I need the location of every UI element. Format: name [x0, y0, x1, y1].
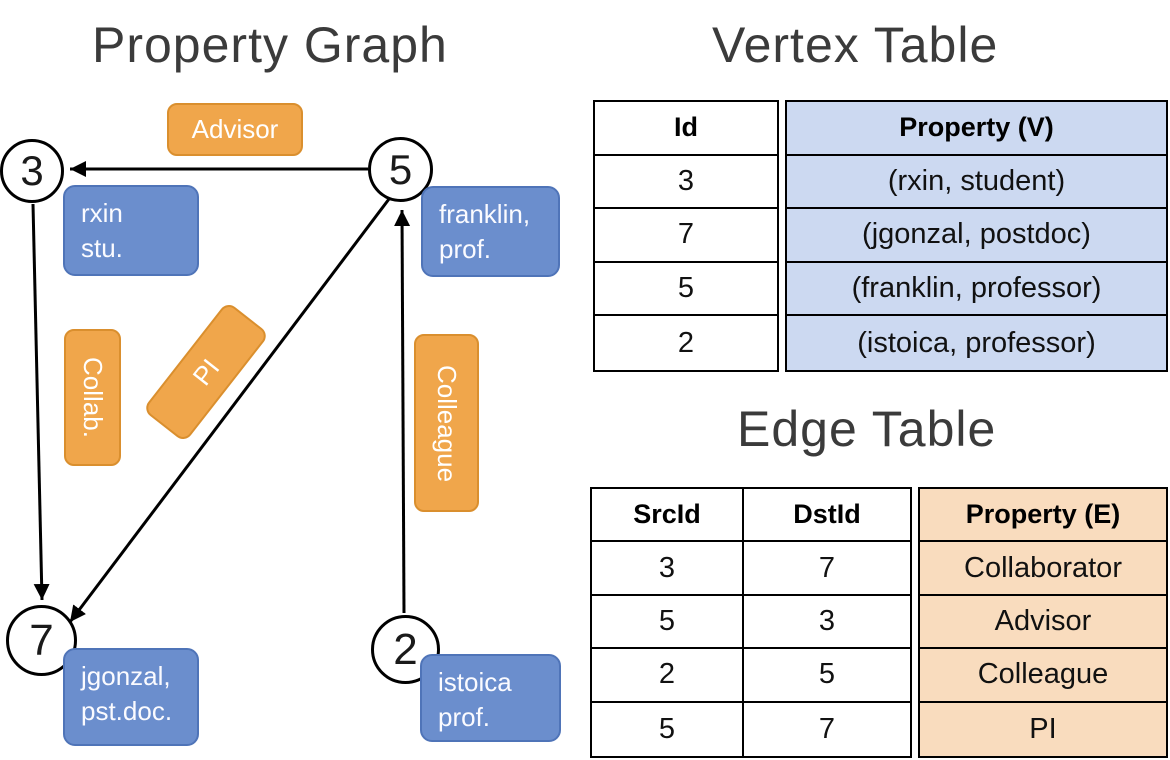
vertex-node-7-label: 7 [29, 615, 54, 665]
vertex-table-header-property: Property (V) [787, 102, 1166, 156]
edge-label-box-pi: PI [142, 301, 270, 443]
vertex-property-line: pst.doc. [81, 696, 173, 727]
edge-table-cell-dst: 3 [744, 596, 910, 650]
edge-table-header-dstid: DstId [744, 489, 910, 543]
vertex-table-header-id: Id [595, 102, 777, 156]
vertex-property-line: prof. [438, 702, 491, 733]
edge-label-text: PI [186, 352, 225, 391]
edge-table-cell-dst: 7 [818, 712, 836, 745]
edge-arrow-collab-3-to-7 [31, 203, 50, 601]
edge-label-text: Advisor [191, 114, 279, 144]
edge-table-cell-property: Colleague [920, 649, 1166, 703]
vertex-table-title: Vertex Table [712, 17, 999, 73]
vertex-table-property-column: Property (V) (rxin, student) (jgonzal, p… [785, 100, 1168, 372]
edge-label-box-advisor: Advisor [167, 103, 303, 156]
vertex-property-line: istoica [438, 667, 512, 697]
edge-label-box-colleague: Colleague [414, 334, 479, 512]
vertex-node-5-label: 5 [388, 145, 413, 193]
vertex-node-5: 5 [368, 137, 433, 202]
vertex-table-cell-property: (rxin, student) [787, 155, 1166, 210]
vertex-table-id-column: Id 3 7 5 2 [593, 100, 779, 372]
edge-label-box-collab: Collab. [64, 329, 121, 466]
vertex-property-line: stu. [81, 233, 123, 264]
edge-table-header-srcid: SrcId [592, 489, 744, 543]
vertex-table-cell-property: (franklin, professor) [787, 262, 1166, 317]
vertex-table-cell-property: (istoica, professor) [787, 316, 1166, 370]
edge-table-header-property: Property (E) [920, 489, 1166, 543]
edge-table-cell-src: 2 [592, 649, 744, 703]
vertex-node-2-label: 2 [393, 624, 418, 674]
vertex-table-cell-id: 3 [595, 156, 777, 210]
vertex-property-box-jgonzal: jgonzal, pst.doc. [63, 648, 199, 746]
vertex-table: Id 3 7 5 2 Property (V) (rxin, student) … [593, 100, 1168, 372]
edge-table-cell-property: Collaborator [920, 542, 1166, 596]
graph-title: Property Graph [92, 17, 448, 73]
vertex-property-line: rxin [81, 198, 123, 228]
edge-arrow-colleague-2-to-5 [394, 209, 411, 614]
vertex-table-cell-id: 5 [595, 263, 777, 317]
vertex-property-line: prof. [439, 234, 492, 265]
edge-table-title: Edge Table [737, 401, 997, 457]
edge-table: SrcId DstId 3 7 5 3 2 5 5 7 Property (E)… [590, 487, 1168, 758]
vertex-table-cell-id: 2 [677, 326, 695, 359]
vertex-table-cell-id: 7 [595, 209, 777, 263]
vertex-node-3: 3 [0, 139, 64, 203]
edge-table-cell-property: PI [920, 702, 1166, 756]
edge-table-cell-src: 5 [592, 595, 744, 650]
edge-table-cell-dst: 5 [744, 649, 910, 703]
edge-table-cell-dst: 7 [744, 542, 910, 596]
edge-table-src-dst-columns: SrcId DstId 3 7 5 3 2 5 5 7 [590, 487, 912, 758]
vertex-table-cell-property: (jgonzal, postdoc) [787, 209, 1166, 263]
vertex-property-line: franklin, [439, 199, 531, 229]
vertex-node-3-label: 3 [20, 147, 44, 194]
edge-table-cell-src: 5 [592, 702, 744, 756]
vertex-property-line: jgonzal, [81, 661, 171, 691]
edge-label-text: Collab. [78, 357, 108, 438]
edge-table-property-column: Property (E) Collaborator Advisor Collea… [918, 487, 1168, 758]
edge-table-cell-property: Advisor [920, 595, 1166, 650]
vertex-property-box-rxin: rxin stu. [63, 185, 199, 276]
vertex-property-box-istoica: istoica prof. [420, 654, 561, 742]
vertex-property-box-franklin: franklin, prof. [421, 186, 560, 277]
edge-table-cell-src: 3 [592, 542, 744, 596]
edge-label-text: Colleague [432, 364, 462, 482]
